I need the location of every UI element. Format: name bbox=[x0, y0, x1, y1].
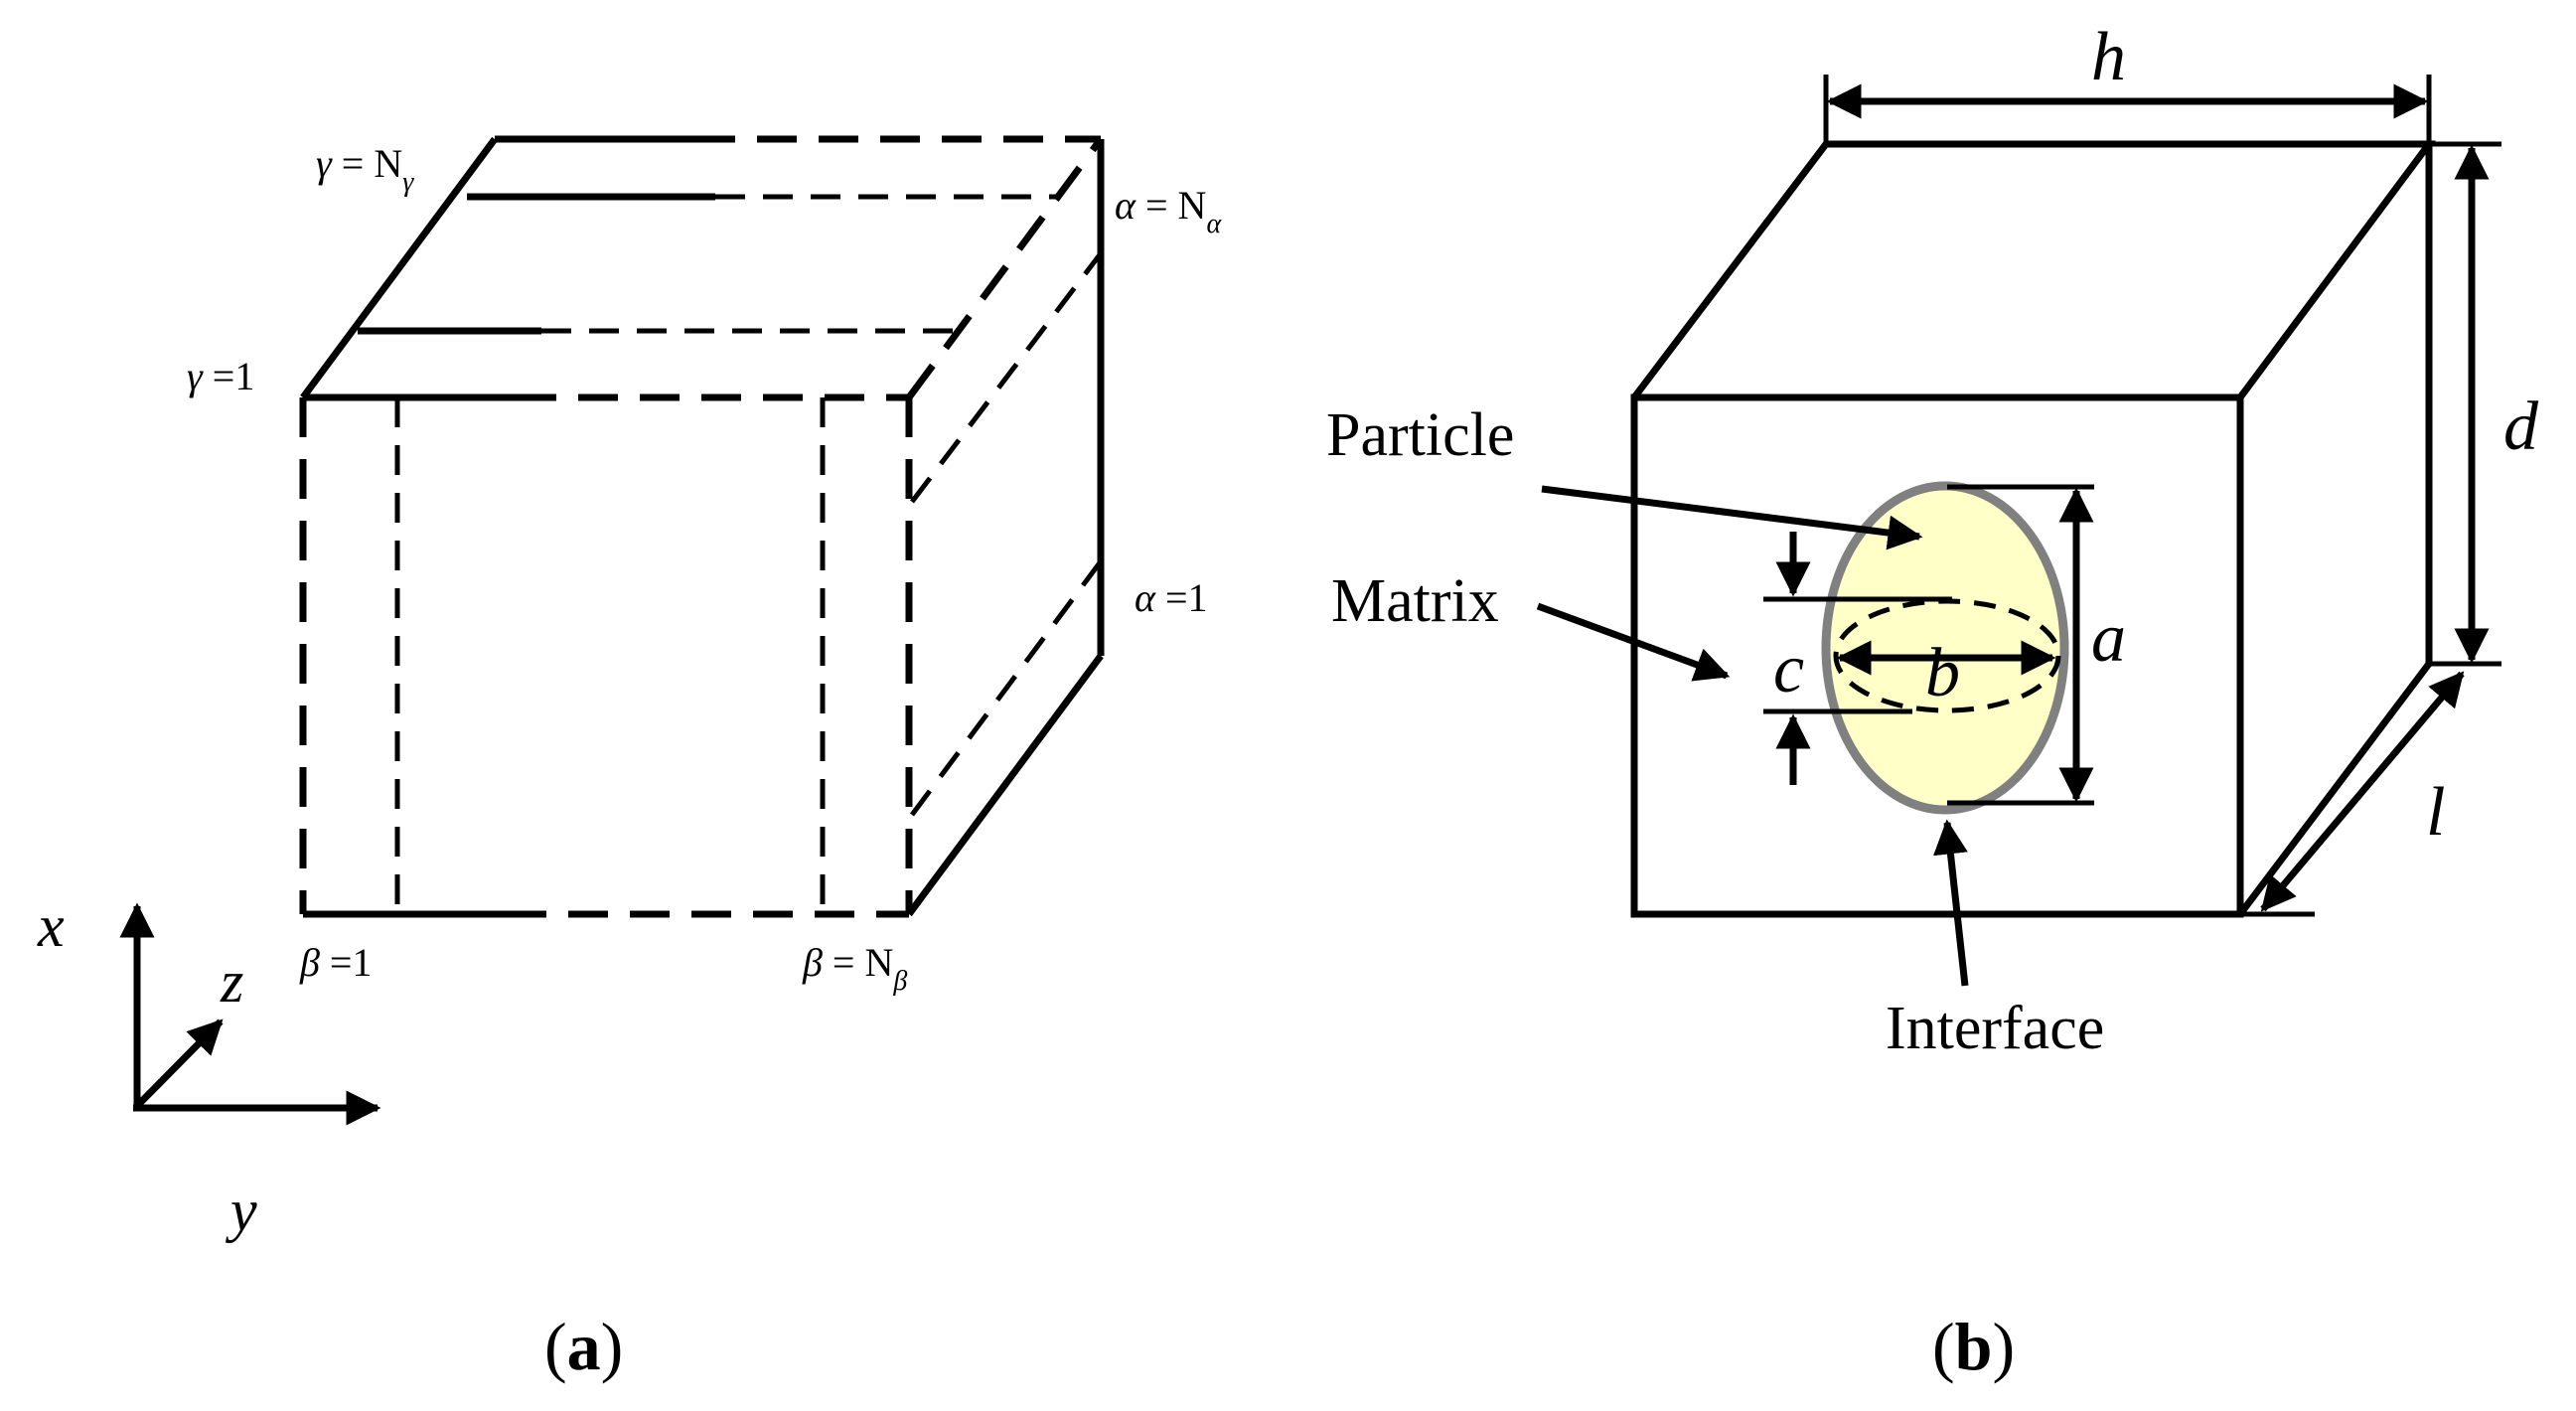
interface-label: Interface bbox=[1886, 995, 2104, 1062]
z-axis-label: z bbox=[220, 949, 243, 1015]
right-top-diagonal bbox=[906, 136, 1104, 400]
h-label: h bbox=[2091, 19, 2126, 95]
panel-a-caption: (a) bbox=[544, 1309, 623, 1384]
matrix-label: Matrix bbox=[1331, 567, 1499, 635]
c-label: c bbox=[1773, 631, 1804, 707]
alpha-1-diagonal bbox=[909, 559, 1104, 817]
l-dimension-arrow bbox=[2260, 671, 2465, 912]
z-axis-arrow bbox=[134, 1019, 224, 1109]
cube-right-face bbox=[2237, 144, 2433, 917]
d-label: d bbox=[2503, 389, 2539, 465]
alpha-1-label: α =1 bbox=[1135, 575, 1208, 620]
cube-top-face bbox=[1631, 140, 2436, 400]
interface-leader-arrow bbox=[1933, 819, 1969, 987]
right-bottom-diagonal bbox=[906, 653, 1104, 917]
alpha-n-label: α = Nα bbox=[1115, 183, 1222, 239]
matrix-leader-arrow bbox=[1536, 602, 1731, 682]
y-axis-label: y bbox=[225, 1177, 257, 1243]
top-face-edge bbox=[300, 135, 695, 401]
panel-b-unit-cell-diagram: h d l a b c Particle Matrix Interface bbox=[1326, 19, 2539, 1384]
gamma-1-label: γ =1 bbox=[187, 354, 254, 398]
panel-b-caption: (b) bbox=[1932, 1309, 2015, 1384]
coordinate-axes: x z y bbox=[37, 893, 381, 1243]
b-label: b bbox=[1925, 635, 1960, 711]
a-label: a bbox=[2091, 600, 2126, 677]
x-axis-label: x bbox=[37, 893, 65, 959]
alpha-n-diagonal bbox=[910, 251, 1103, 504]
beta-n-label: β = Nβ bbox=[802, 940, 907, 997]
l-label: l bbox=[2426, 774, 2445, 851]
gamma-n-label: γ = Nγ bbox=[316, 141, 414, 198]
beta-1-label: β =1 bbox=[299, 940, 372, 985]
panel-a-lattice-diagram: γ = Nγ γ =1 α = Nα α =1 β =1 β = Nβ x z … bbox=[37, 135, 1222, 1384]
particle-label: Particle bbox=[1326, 401, 1514, 469]
particle-leader-arrow bbox=[1541, 485, 1923, 550]
